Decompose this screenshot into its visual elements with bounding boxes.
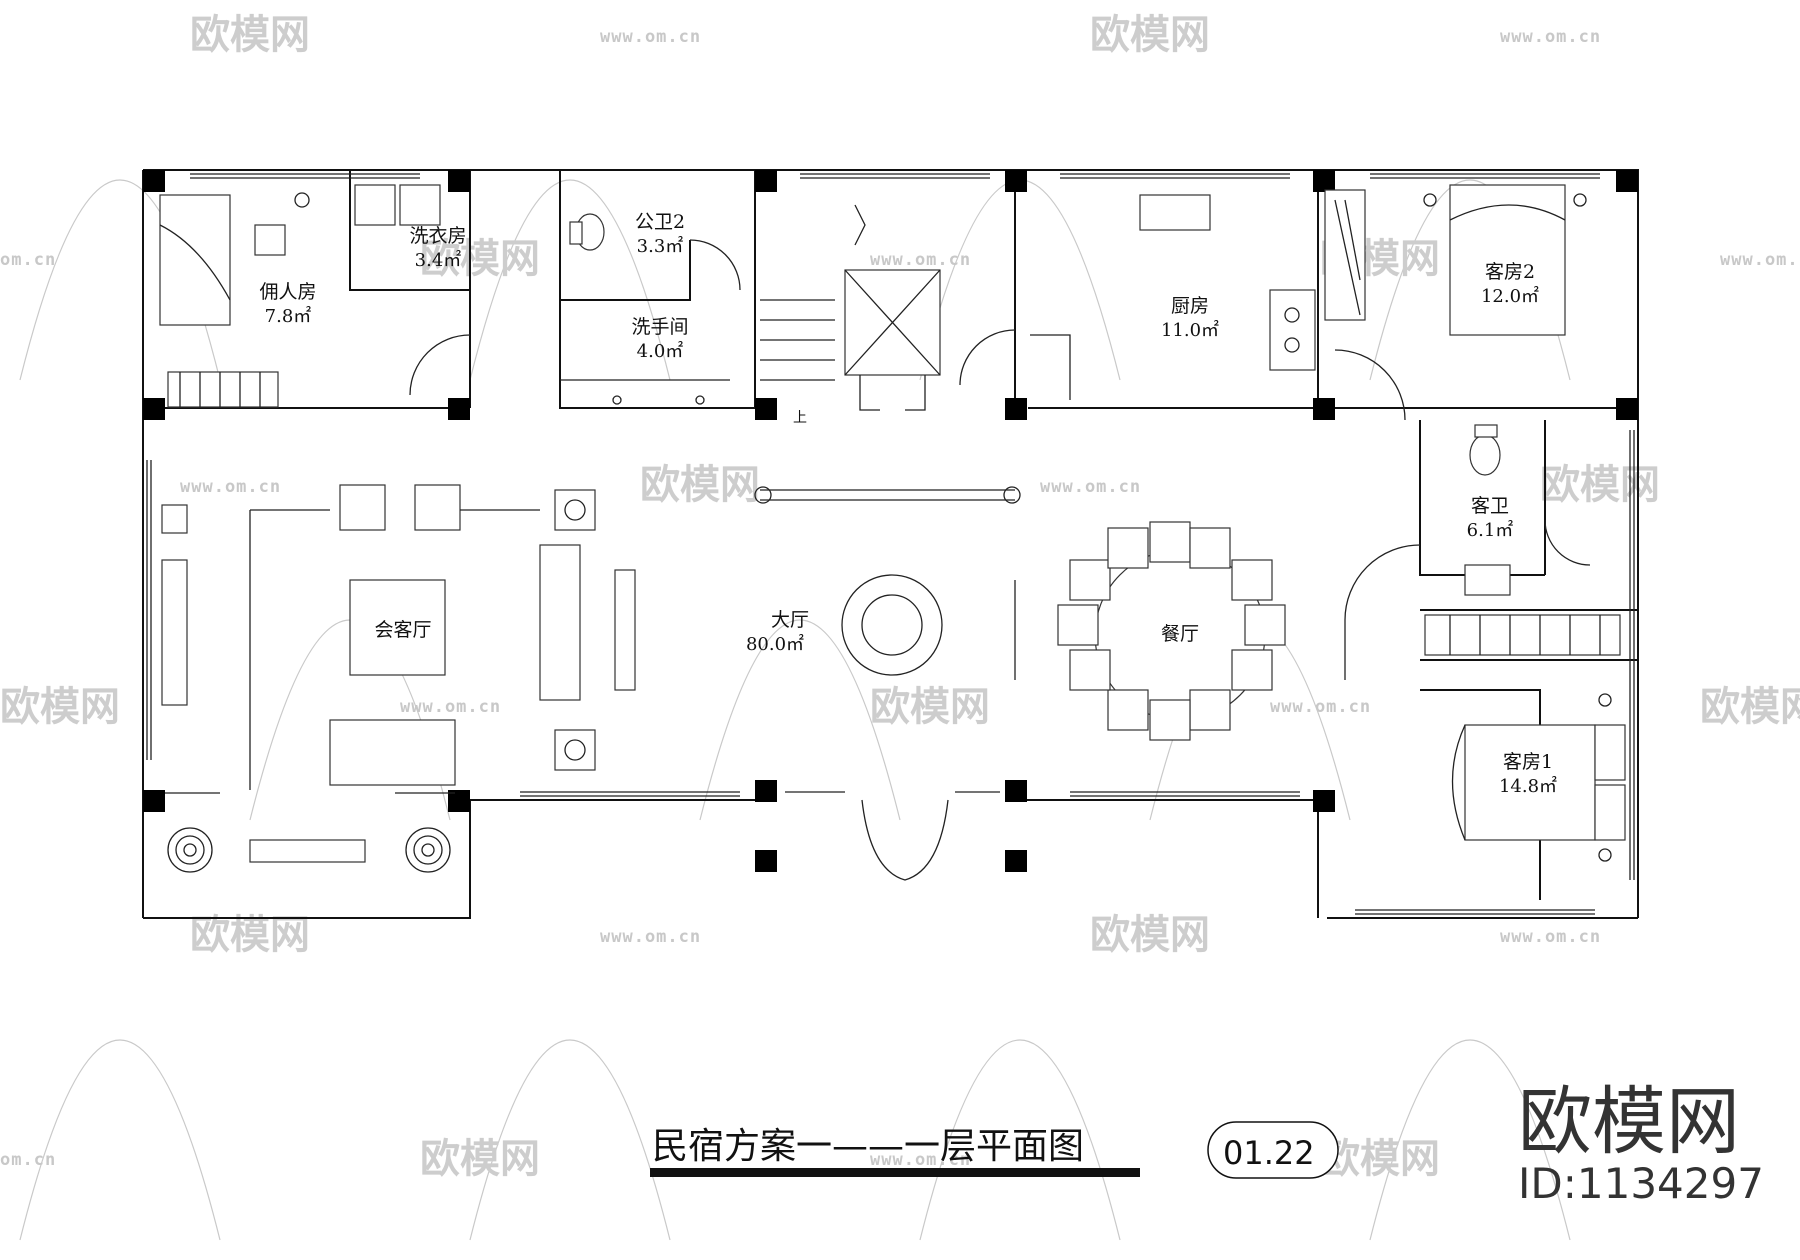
title-block: 民宿方案一——一层平面图 01.22 <box>650 1121 1339 1179</box>
watermark-site: www.om.cn <box>1040 477 1141 497</box>
watermark-site: www.om.cn <box>180 477 281 497</box>
washroom-name: 洗手间 <box>631 316 688 338</box>
watermark-logo: 欧模网 <box>1320 1136 1440 1182</box>
watermarks: 欧模网 www.om.cn 欧模网 www.om.cn om.cn 欧模网 ww… <box>0 12 1800 1182</box>
dining-name: 餐厅 <box>1161 623 1199 645</box>
guest-room1-area: 14.8㎡ <box>1499 775 1557 797</box>
closet <box>1424 614 1621 656</box>
kitchen-area: 11.0㎡ <box>1161 319 1219 341</box>
watermark-logo: 欧模网 <box>1090 12 1210 58</box>
watermark-logo: 欧模网 <box>870 684 990 730</box>
kitchen-fixtures <box>1030 194 1316 400</box>
laundry-name: 洗衣房 <box>409 225 466 247</box>
laundry-furniture <box>354 184 460 291</box>
hall-features <box>754 486 1021 881</box>
guest-room2-area: 12.0㎡ <box>1481 285 1539 307</box>
wc2-area: 3.3㎡ <box>637 235 684 257</box>
watermark-site: www.om.cn <box>1720 250 1800 270</box>
watermark-site: www.om.cn <box>870 250 971 270</box>
watermark-logo: 欧模网 <box>190 912 310 958</box>
hall-name: 大厅 <box>771 609 809 631</box>
windows <box>146 173 1635 915</box>
washroom-fixtures <box>560 379 730 405</box>
dining-set <box>1057 521 1286 741</box>
watermark-site: om.cn <box>0 250 56 270</box>
watermark-site: www.om.cn <box>400 697 501 717</box>
brand-id: ID:1134297 <box>1518 1159 1764 1208</box>
watermark-site: om.cn <box>0 1150 56 1170</box>
planters <box>167 827 451 873</box>
guest-room2-name: 客房2 <box>1485 261 1535 283</box>
hall-area: 80.0㎡ <box>746 633 804 655</box>
watermark-logo: 欧模网 <box>0 684 120 730</box>
wc2-fixtures <box>569 213 741 291</box>
structural-columns <box>143 170 1638 872</box>
servant-room-furniture <box>159 192 471 408</box>
watermark-logo: 欧模网 <box>1090 912 1210 958</box>
laundry-area: 3.4㎡ <box>415 249 462 271</box>
watermark-logo: 欧模网 <box>1700 684 1800 730</box>
kitchen-name: 厨房 <box>1171 295 1209 317</box>
watermark-site: www.om.cn <box>1500 927 1601 947</box>
guest-room1-name: 客房1 <box>1503 751 1553 773</box>
reception-name: 会客厅 <box>374 619 431 641</box>
drawing-code: 01.22 <box>1223 1134 1315 1172</box>
guest-room1-furniture <box>1451 693 1626 862</box>
guest-room2-furniture <box>1324 184 1587 421</box>
watermark-logo: 欧模网 <box>190 12 310 58</box>
watermark-site: www.om.cn <box>600 927 701 947</box>
watermark-site: www.om.cn <box>870 1150 971 1170</box>
corridor-doors <box>1344 544 1421 680</box>
room-labels: 佣人房 7.8㎡ 洗衣房 3.4㎡ 公卫2 3.3㎡ 洗手间 4.0㎡ 厨房 1… <box>259 211 1557 797</box>
guest-wc-area: 6.1㎡ <box>1467 519 1514 541</box>
watermark-logo: 欧模网 <box>420 1136 540 1182</box>
stair-elevator <box>760 204 1016 411</box>
wc2-name: 公卫2 <box>635 211 685 233</box>
guest-wc-fixtures <box>1464 424 1591 596</box>
watermark-site: www.om.cn <box>1500 27 1601 47</box>
reception-furniture <box>161 484 636 794</box>
guest-wc-name: 客卫 <box>1471 495 1509 517</box>
brand-name: 欧模网 <box>1518 1079 1740 1165</box>
servant-room-name: 佣人房 <box>259 281 316 303</box>
watermark-logo: 欧模网 <box>420 236 540 282</box>
servant-room-area: 7.8㎡ <box>265 305 312 327</box>
watermark-site: www.om.cn <box>600 27 701 47</box>
washroom-area: 4.0㎡ <box>637 340 684 362</box>
watermark-logo: 欧模网 <box>640 462 760 508</box>
stair-up-mark: 上 <box>793 410 807 426</box>
drawing-title: 民宿方案一——一层平面图 <box>652 1126 1084 1167</box>
watermark-site: www.om.cn <box>1270 697 1371 717</box>
watermark-logo: 欧模网 <box>1540 462 1660 508</box>
brand-mark: 欧模网 ID:1134297 <box>1518 1079 1764 1208</box>
